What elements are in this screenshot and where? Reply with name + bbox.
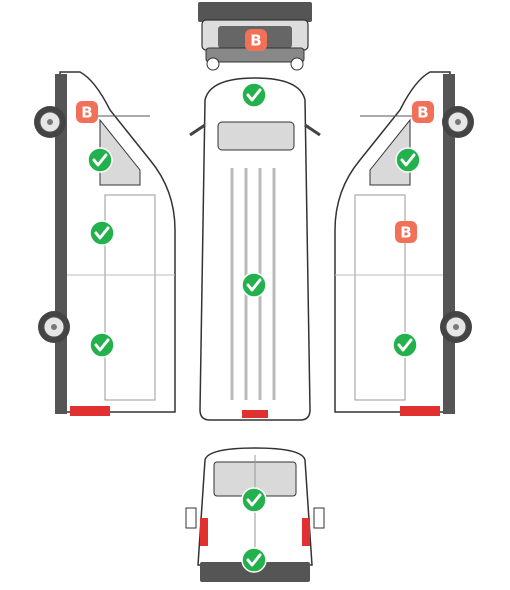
- ok-check-icon: [395, 147, 421, 173]
- right-side-view: [334, 71, 475, 416]
- ok-check-icon: [241, 272, 267, 298]
- damage-badge: B: [395, 221, 417, 243]
- damage-badge-label: B: [81, 104, 92, 122]
- ok-check-icon: [392, 332, 418, 358]
- damage-badge-label: B: [400, 224, 411, 242]
- damage-badge: B: [412, 101, 434, 123]
- ok-check-icon: [87, 147, 113, 173]
- ok-check-icon: [89, 220, 115, 246]
- damage-badge-label: B: [250, 32, 261, 50]
- marks-layer: B B B B: [76, 29, 434, 573]
- ok-check-icon: [241, 547, 267, 573]
- ok-check-icon: [89, 332, 115, 358]
- damage-badge-label: B: [417, 104, 428, 122]
- roof-view: [189, 77, 321, 421]
- ok-check-icon: [241, 82, 267, 108]
- ok-check-icon: [241, 487, 267, 513]
- front-view: [198, 2, 312, 71]
- damage-badge: B: [76, 101, 98, 123]
- damage-badge: B: [245, 29, 267, 51]
